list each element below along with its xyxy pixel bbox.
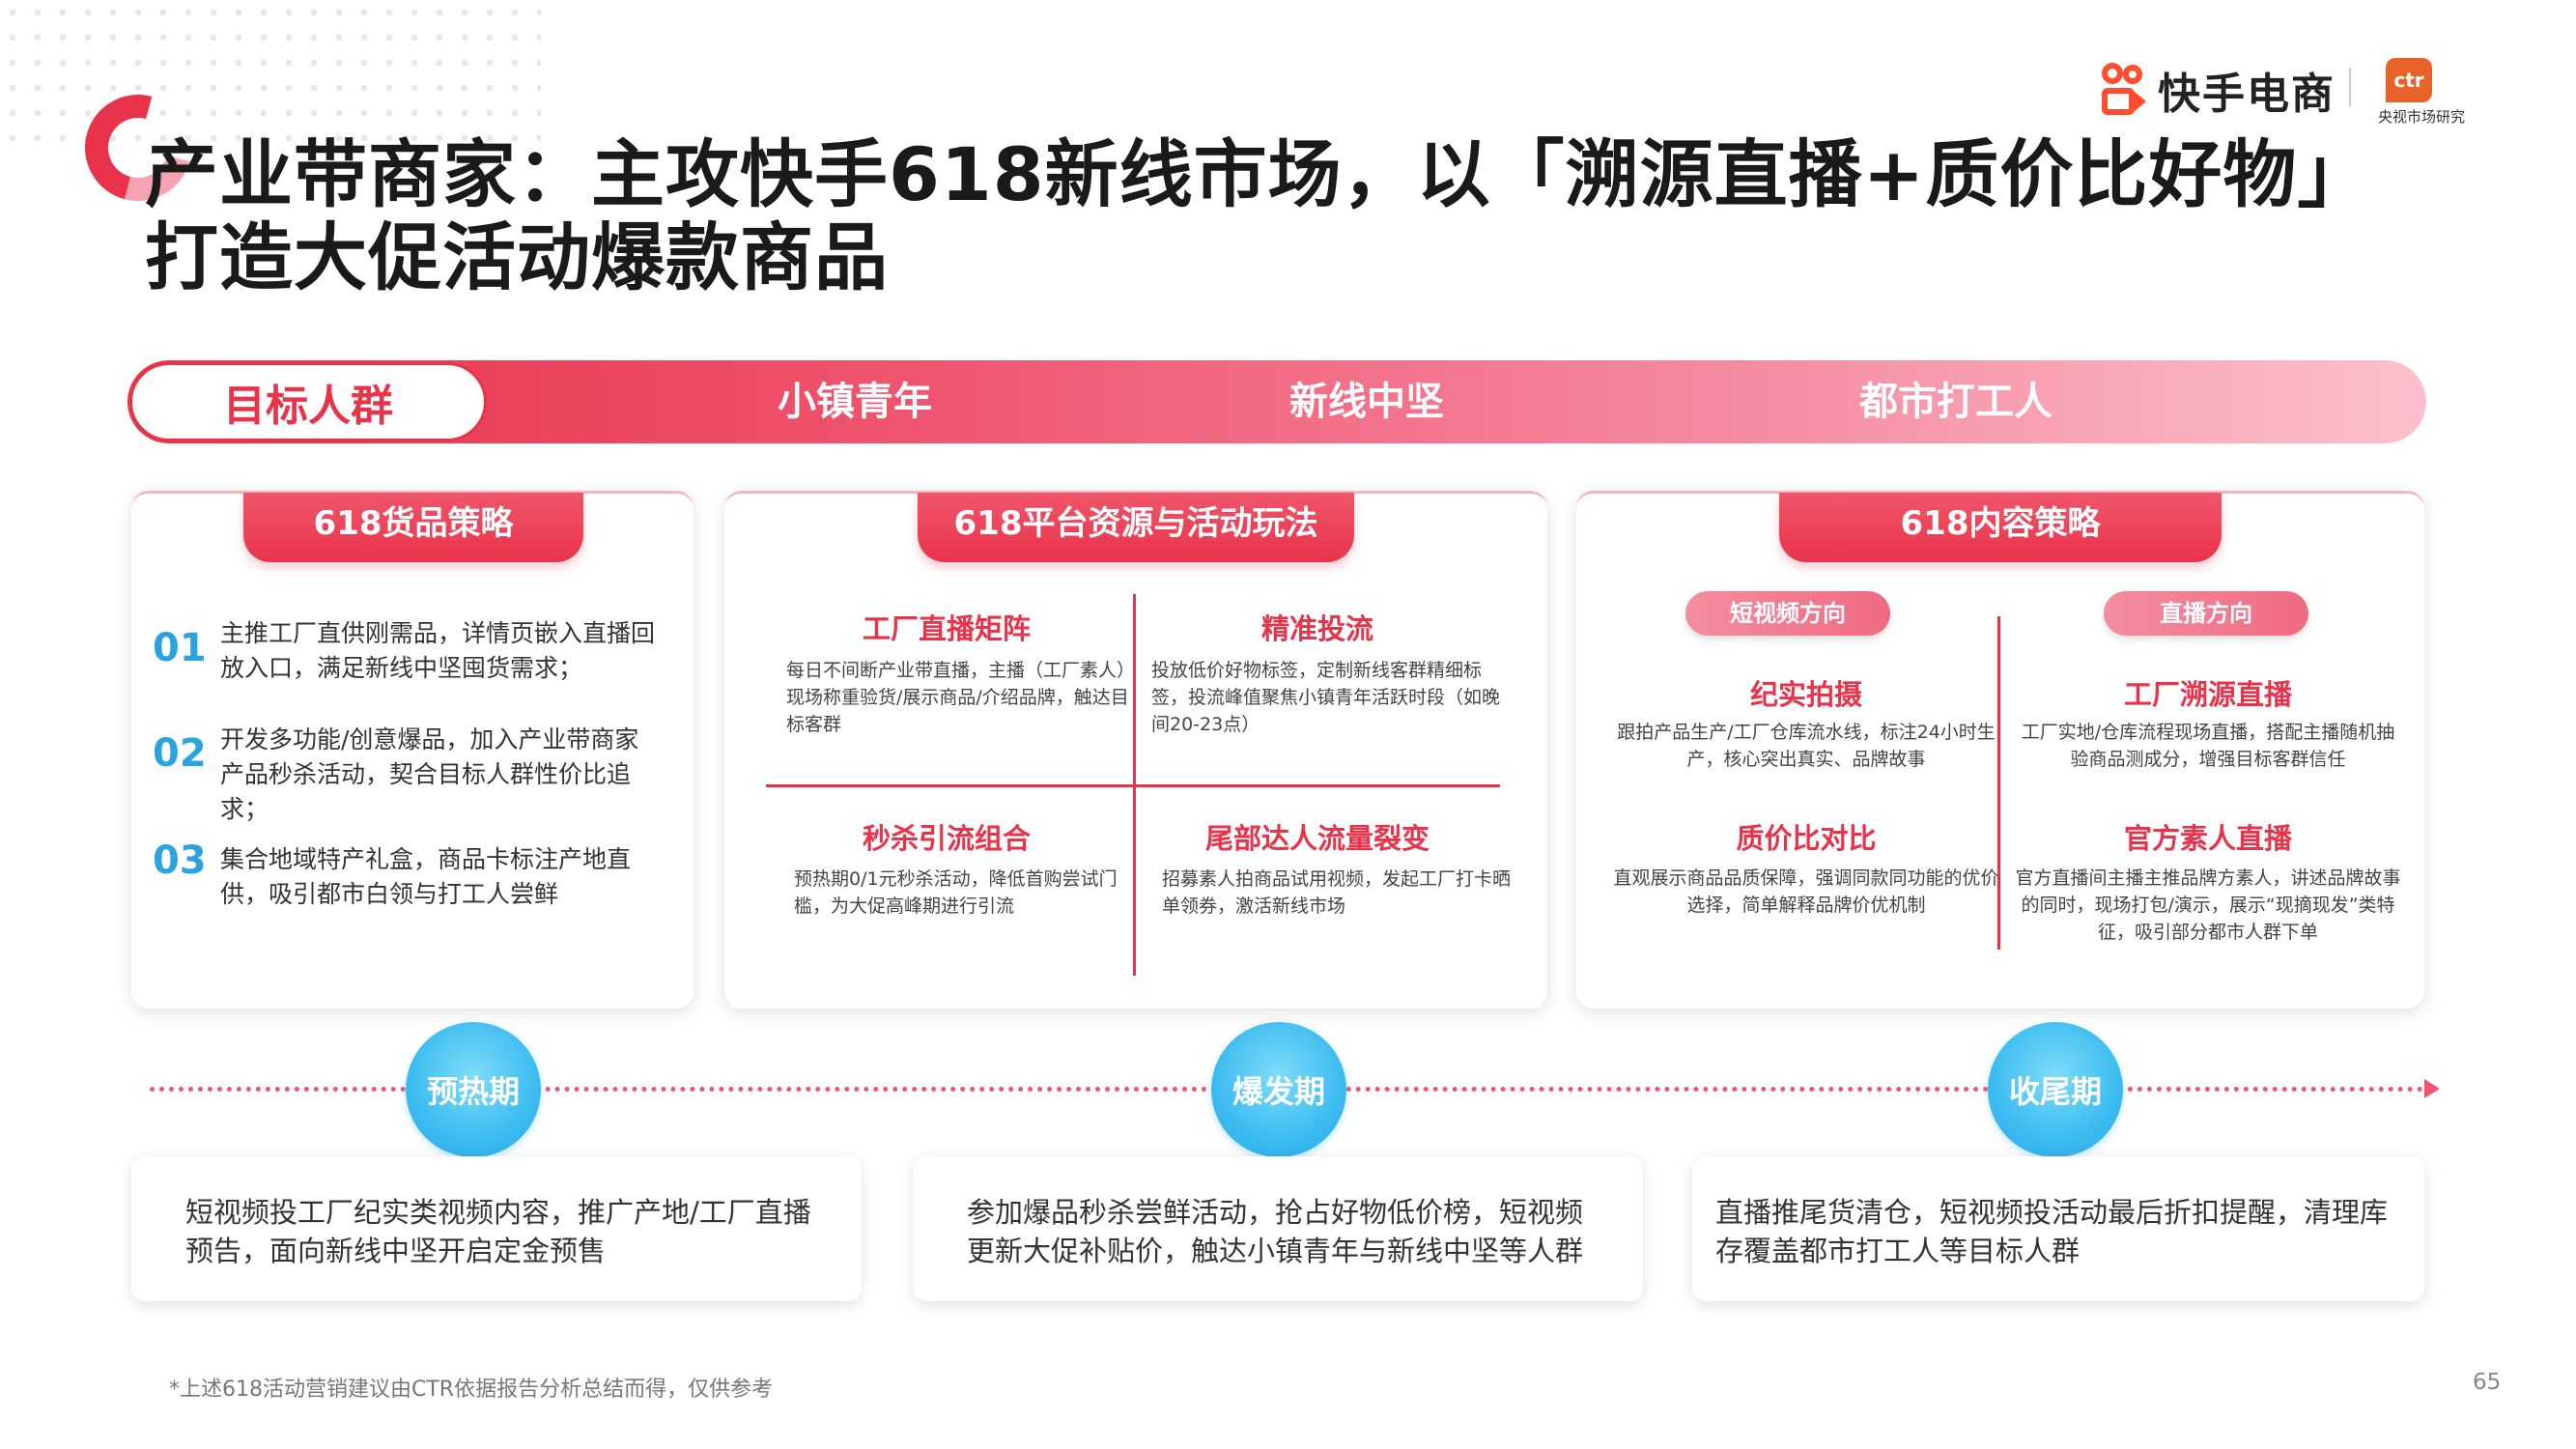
goods-strategy-card	[131, 491, 694, 1009]
content-strategy-card	[1576, 491, 2424, 1009]
target-group-new-tier-core: 新线中坚	[1289, 380, 1444, 424]
cell-heading: 工厂直播矩阵	[862, 612, 1031, 645]
livestream-direction-pill: 直播方向	[2104, 591, 2308, 636]
ctr-logo-subtitle: 央视市场研究	[2378, 108, 2466, 126]
kuaishou-logo-icon	[2098, 63, 2146, 117]
short-video-direction-pill: 短视频方向	[1685, 591, 1890, 636]
phase-description-warmup: 短视频投工厂纪实类视频内容，推广产地/工厂直播预告，面向新线中坚开启定金预售	[131, 1156, 862, 1301]
kuaishou-logo: 快手电商	[2098, 60, 2335, 120]
cell-body: 投放低价好物标签，定制新线客群精细标签，投流峰值聚焦小镇青年活跃时段（如晚间20…	[1151, 660, 1501, 735]
phase-description-closing: 直播推尾货清仓，短视频投活动最后折扣提醒，清理库存覆盖都市打工人等目标人群	[1692, 1156, 2424, 1301]
content-body: 工厂实地/仓库流程现场直播，搭配主播随机抽验商品测成分，增强目标客群信任	[2021, 722, 2395, 770]
decorative-dots	[0, 0, 541, 145]
target-group-urban-workers: 都市打工人	[1859, 380, 2052, 424]
phase-description-burst: 参加爆品秒杀尝鲜活动，抢占好物低价榜，短视频更新大促补贴价，触达小镇青年与新线中…	[913, 1156, 1643, 1301]
item-number: 01	[153, 626, 207, 670]
page-title-line1: 产业带商家：主攻快手618新线市场，以「溯源直播+质价比好物」	[145, 131, 2372, 217]
content-heading: 质价比对比	[1736, 822, 1877, 855]
content-heading: 工厂溯源直播	[2123, 678, 2292, 711]
cell-body: 招募素人拍商品试用视频，发起工厂打卡晒单领券，激活新线市场	[1162, 868, 1512, 917]
column-divider	[1997, 616, 2000, 950]
page-title: 产业带商家：主攻快手618新线市场，以「溯源直播+质价比好物」 打造大促活动爆款…	[145, 133, 2371, 299]
cell-heading: 尾部达人流量裂变	[1204, 822, 1430, 855]
phase-circle-burst: 爆发期	[1211, 1022, 1346, 1157]
item-number: 02	[153, 731, 207, 776]
ctr-logo-icon: ctr	[2386, 58, 2432, 102]
content-strategy-tab: 618内容策略	[1779, 493, 2222, 562]
target-audience-label: 目标人群	[129, 362, 487, 441]
goods-strategy-item: 集合地域特产礼盒，商品卡标注产地直供，吸引都市白领与打工人尝鲜	[220, 845, 632, 908]
cell-body: 每日不间断产业带直播，主播（工厂素人）现场称重验货/展示商品/介绍品牌，触达目标…	[786, 660, 1136, 735]
phase-circle-warmup: 预热期	[406, 1022, 541, 1157]
ctr-logo: ctr 央视市场研究	[2378, 58, 2484, 126]
platform-resources-tab: 618平台资源与活动玩法	[918, 493, 1354, 562]
platform-resources-card	[724, 491, 1547, 1009]
cell-body: 预热期0/1元秒杀活动，降低首购尝试门槛，为大促高峰期进行引流	[794, 868, 1118, 917]
page-number: 65	[2473, 1370, 2502, 1395]
goods-strategy-item: 开发多功能/创意爆品，加入产业带商家产品秒杀活动，契合目标人群性价比追求；	[220, 725, 639, 823]
cell-heading: 精准投流	[1260, 612, 1373, 645]
content-heading: 官方素人直播	[2123, 822, 2292, 855]
goods-strategy-tab: 618货品策略	[243, 493, 583, 562]
timeline-arrow-icon	[2424, 1079, 2440, 1098]
content-body: 官方直播间主播主推品牌方素人，讲述品牌故事的同时，现场打包/演示，展示“现摘现发…	[2015, 867, 2401, 943]
footnote: *上述618活动营销建议由CTR依据报告分析总结而得，仅供参考	[169, 1378, 774, 1402]
page-title-line2: 打造大促活动爆款商品	[145, 214, 889, 300]
goods-strategy-item: 主推工厂直供刚需品，详情页嵌入直播回放入口，满足新线中坚囤货需求；	[220, 619, 656, 682]
target-audience-bar	[127, 360, 2426, 443]
phase-circle-closing: 收尾期	[1988, 1022, 2123, 1157]
logo-divider	[2349, 68, 2351, 106]
content-body: 跟拍产品生产/工厂仓库流水线，标注24小时生产，核心突出真实、品牌故事	[1617, 722, 1996, 770]
content-body: 直观展示商品品质保障，强调同款同功能的优价选择，简单解释品牌价优机制	[1613, 867, 1999, 916]
cell-heading: 秒杀引流组合	[862, 822, 1031, 855]
content-heading: 纪实拍摄	[1749, 678, 1862, 711]
target-group-small-town-youth: 小镇青年	[778, 380, 932, 424]
grid-divider-horizontal	[766, 784, 1500, 787]
item-number: 03	[153, 838, 207, 883]
kuaishou-logo-text: 快手电商	[2158, 70, 2335, 119]
